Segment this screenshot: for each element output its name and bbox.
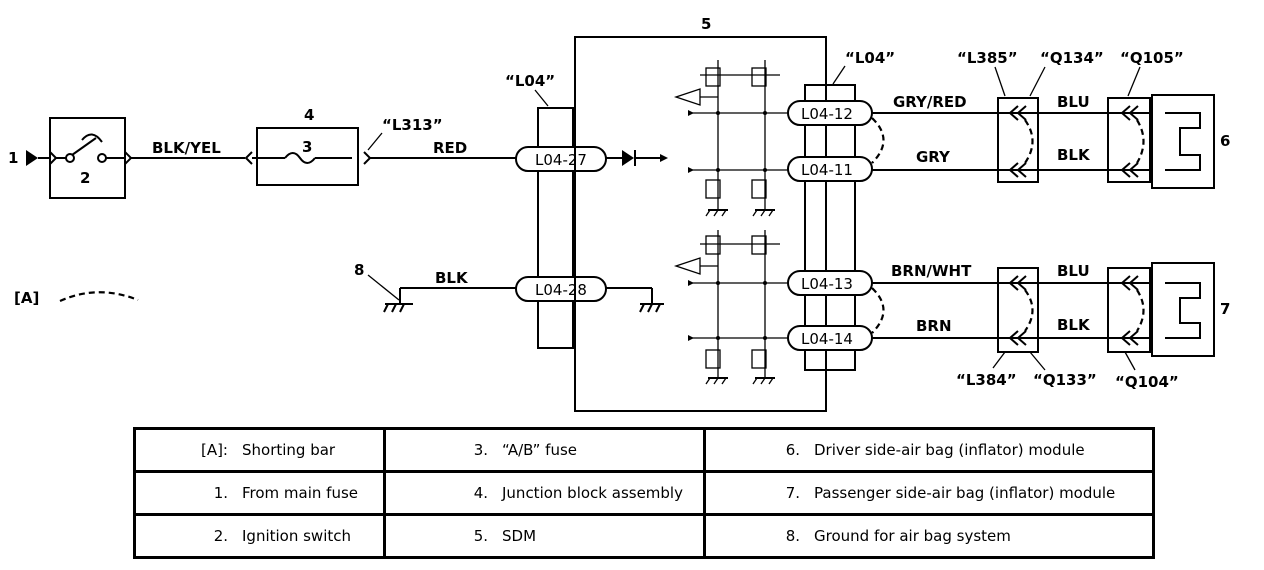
wire-label-blk-top: BLK: [1057, 146, 1091, 164]
connector-label-l384: “L384”: [956, 371, 1017, 389]
passenger-airbag-module: 7: [1151, 262, 1230, 357]
ground-8: 8 BLK: [354, 261, 518, 313]
wiring-diagram: 1 2 BLK/YEL 4 3 “L313” RED [A] 8: [8, 15, 1230, 412]
wire-label-brn: BRN: [916, 317, 952, 335]
wire-label-blk: BLK: [435, 269, 469, 287]
legend-row: 1. From main fuse 4. Junction block assemb…: [133, 470, 1155, 516]
terminal-l04-27-label: L04-27: [535, 151, 587, 169]
legend-num: 2.: [213, 527, 228, 545]
connector-label-l04-left: “L04”: [505, 72, 555, 90]
legend-table: [A]: Shorting bar 3. “A/B” fuse 6. Driver s…: [133, 427, 1155, 559]
terminal-l04-28-label: L04-28: [535, 281, 587, 299]
legend-text: Ignition switch: [242, 527, 352, 545]
legend-num: 6.: [785, 441, 800, 459]
driver-airbag-module: 6: [1151, 94, 1230, 189]
wire-label-red: RED: [433, 139, 467, 157]
connector-q104: [1107, 267, 1151, 353]
legend-text: Shorting bar: [242, 441, 336, 459]
legend-text: Ground for air bag system: [814, 527, 1011, 545]
callout-a: [A]: [14, 289, 39, 307]
legend-text: Driver side-air bag (inflator) module: [814, 441, 1085, 459]
wire-label-brn-wht: BRN/WHT: [891, 262, 972, 280]
shorting-bar-l04-bottom: [871, 287, 885, 334]
legend-num: 5.: [473, 527, 488, 545]
callout-5: 5: [701, 15, 711, 33]
wire-label-blu-bot: BLU: [1057, 262, 1090, 280]
callout-2: 2: [80, 169, 90, 187]
wire-label-gry: GRY: [916, 148, 951, 166]
connector-l384-q133: [997, 267, 1039, 353]
ignition-switch: 2: [38, 117, 133, 199]
legend-text: Junction block assembly: [502, 484, 683, 502]
legend-row: [A]: Shorting bar 3. “A/B” fuse 6. Driver s…: [133, 427, 1155, 473]
legend-num: 4.: [473, 484, 488, 502]
legend-num: 3.: [473, 441, 488, 459]
terminal-l04-12-label: L04-12: [801, 105, 853, 123]
legend-text: “A/B” fuse: [502, 441, 577, 459]
callout-3: 3: [302, 138, 312, 156]
connector-label-l385: “L385”: [957, 49, 1018, 67]
connector-label-q105: “Q105”: [1120, 49, 1184, 67]
connector-label-q134: “Q134”: [1040, 49, 1104, 67]
wire-label-blk-yel: BLK/YEL: [152, 139, 221, 157]
shorting-bar-l04-top: [871, 117, 885, 164]
input-arrow-icon: [26, 150, 38, 166]
connector-q105: [1107, 97, 1151, 183]
legend-text: Passenger side-air bag (inflator) module: [814, 484, 1116, 502]
junction-block: 4 3 “L313”: [244, 106, 443, 186]
connector-l385-q134: [997, 97, 1039, 183]
callout-8: 8: [354, 261, 364, 279]
connector-l04-left-housing: [537, 107, 574, 349]
legend-num: 8.: [785, 527, 800, 545]
wire-label-blk-bot: BLK: [1057, 316, 1091, 334]
sdm-box: 5: [574, 15, 827, 412]
wire-label-gry-red: GRY/RED: [893, 93, 967, 111]
legend-num: 1.: [213, 484, 228, 502]
connector-label-l04-right: “L04”: [845, 49, 895, 67]
callout-6: 6: [1220, 132, 1230, 150]
terminal-l04-11-label: L04-11: [801, 161, 853, 179]
callout-1: 1: [8, 149, 18, 167]
connector-label-q104: “Q104”: [1115, 373, 1179, 391]
shorting-bar-symbol: [59, 291, 139, 303]
wire-label-blu-top: BLU: [1057, 93, 1090, 111]
callout-7: 7: [1220, 300, 1230, 318]
terminal-l04-13-label: L04-13: [801, 275, 853, 293]
terminal-l04-14-label: L04-14: [801, 330, 853, 348]
legend-num: [A]:: [200, 441, 228, 459]
connector-label-q133: “Q133”: [1033, 371, 1097, 389]
legend-num: 7.: [785, 484, 800, 502]
callout-4: 4: [304, 106, 314, 124]
connector-label-l313: “L313”: [382, 116, 443, 134]
connector-l04-right-housing: [804, 84, 856, 371]
legend-text: From main fuse: [242, 484, 359, 502]
legend-text: SDM: [502, 527, 537, 545]
legend-row: 2. Ignition switch 5. SDM 8. Ground for air…: [133, 513, 1155, 559]
